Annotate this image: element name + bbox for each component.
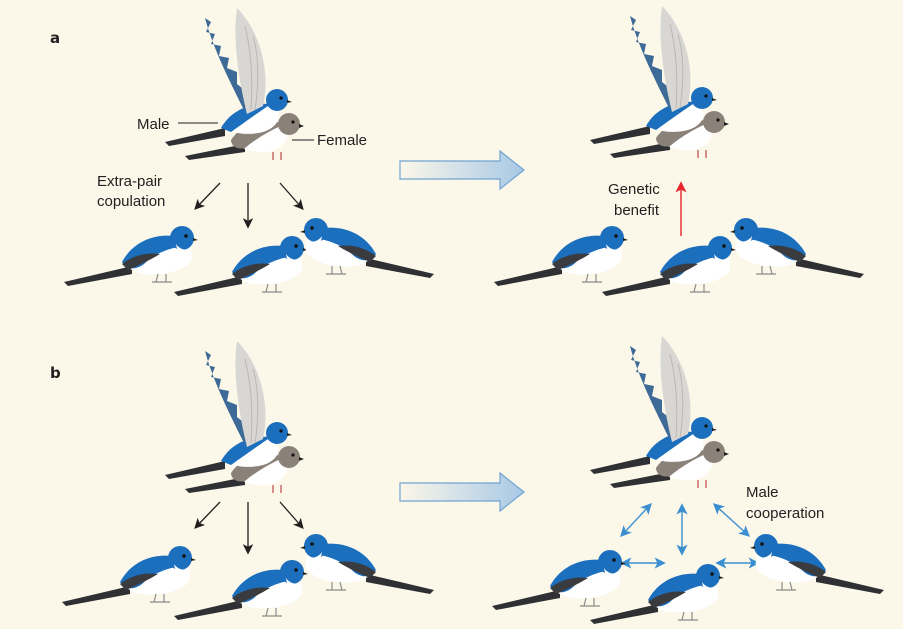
- offspring-bird-a1: [63, 225, 199, 287]
- male-label: Male: [137, 116, 170, 133]
- offspring-bird-a5: [601, 235, 737, 297]
- offspring-bird-b1: [61, 545, 197, 607]
- offspring-bird-a2: [173, 235, 309, 297]
- offspring-bird-a4: [493, 225, 629, 287]
- extra-pair-label-line2: copulation: [97, 193, 165, 210]
- female-label: Female: [317, 132, 367, 149]
- cooperation-arrow-pair-to-b4: [620, 502, 652, 538]
- extra-pair-label-line1: Extra-pair: [97, 173, 162, 190]
- mating-pair-b-left: [165, 341, 304, 493]
- offspring-bird-a3: [300, 218, 434, 278]
- cooperation-arrow-pair-to-b6: [712, 503, 751, 537]
- offspring-bird-a6: [730, 218, 864, 278]
- mating-pair-b-right: [590, 336, 729, 488]
- mating-pair-a-left: [165, 8, 304, 160]
- offspring-bird-b2: [173, 559, 309, 621]
- offspring-arrow-b-left: [194, 501, 221, 529]
- offspring-arrow-a-right: [279, 182, 304, 210]
- cooperation-label-line1: Male: [746, 484, 779, 501]
- panel-b-letter: b: [50, 364, 61, 382]
- offspring-bird-b4: [491, 549, 627, 611]
- panel-a-letter: a: [50, 29, 60, 47]
- offspring-bird-b6: [750, 534, 884, 594]
- offspring-arrow-b-right: [279, 501, 304, 529]
- transition-arrow-b: [399, 472, 525, 512]
- genetic-label-line1: Genetic: [608, 181, 660, 198]
- cooperation-label-line2: cooperation: [746, 505, 824, 522]
- genetic-label-line2: benefit: [614, 202, 660, 219]
- offspring-arrow-a-left: [194, 182, 221, 210]
- mating-pair-a-right: [590, 6, 729, 158]
- transition-arrow-a: [399, 150, 525, 190]
- offspring-bird-b3: [300, 534, 434, 594]
